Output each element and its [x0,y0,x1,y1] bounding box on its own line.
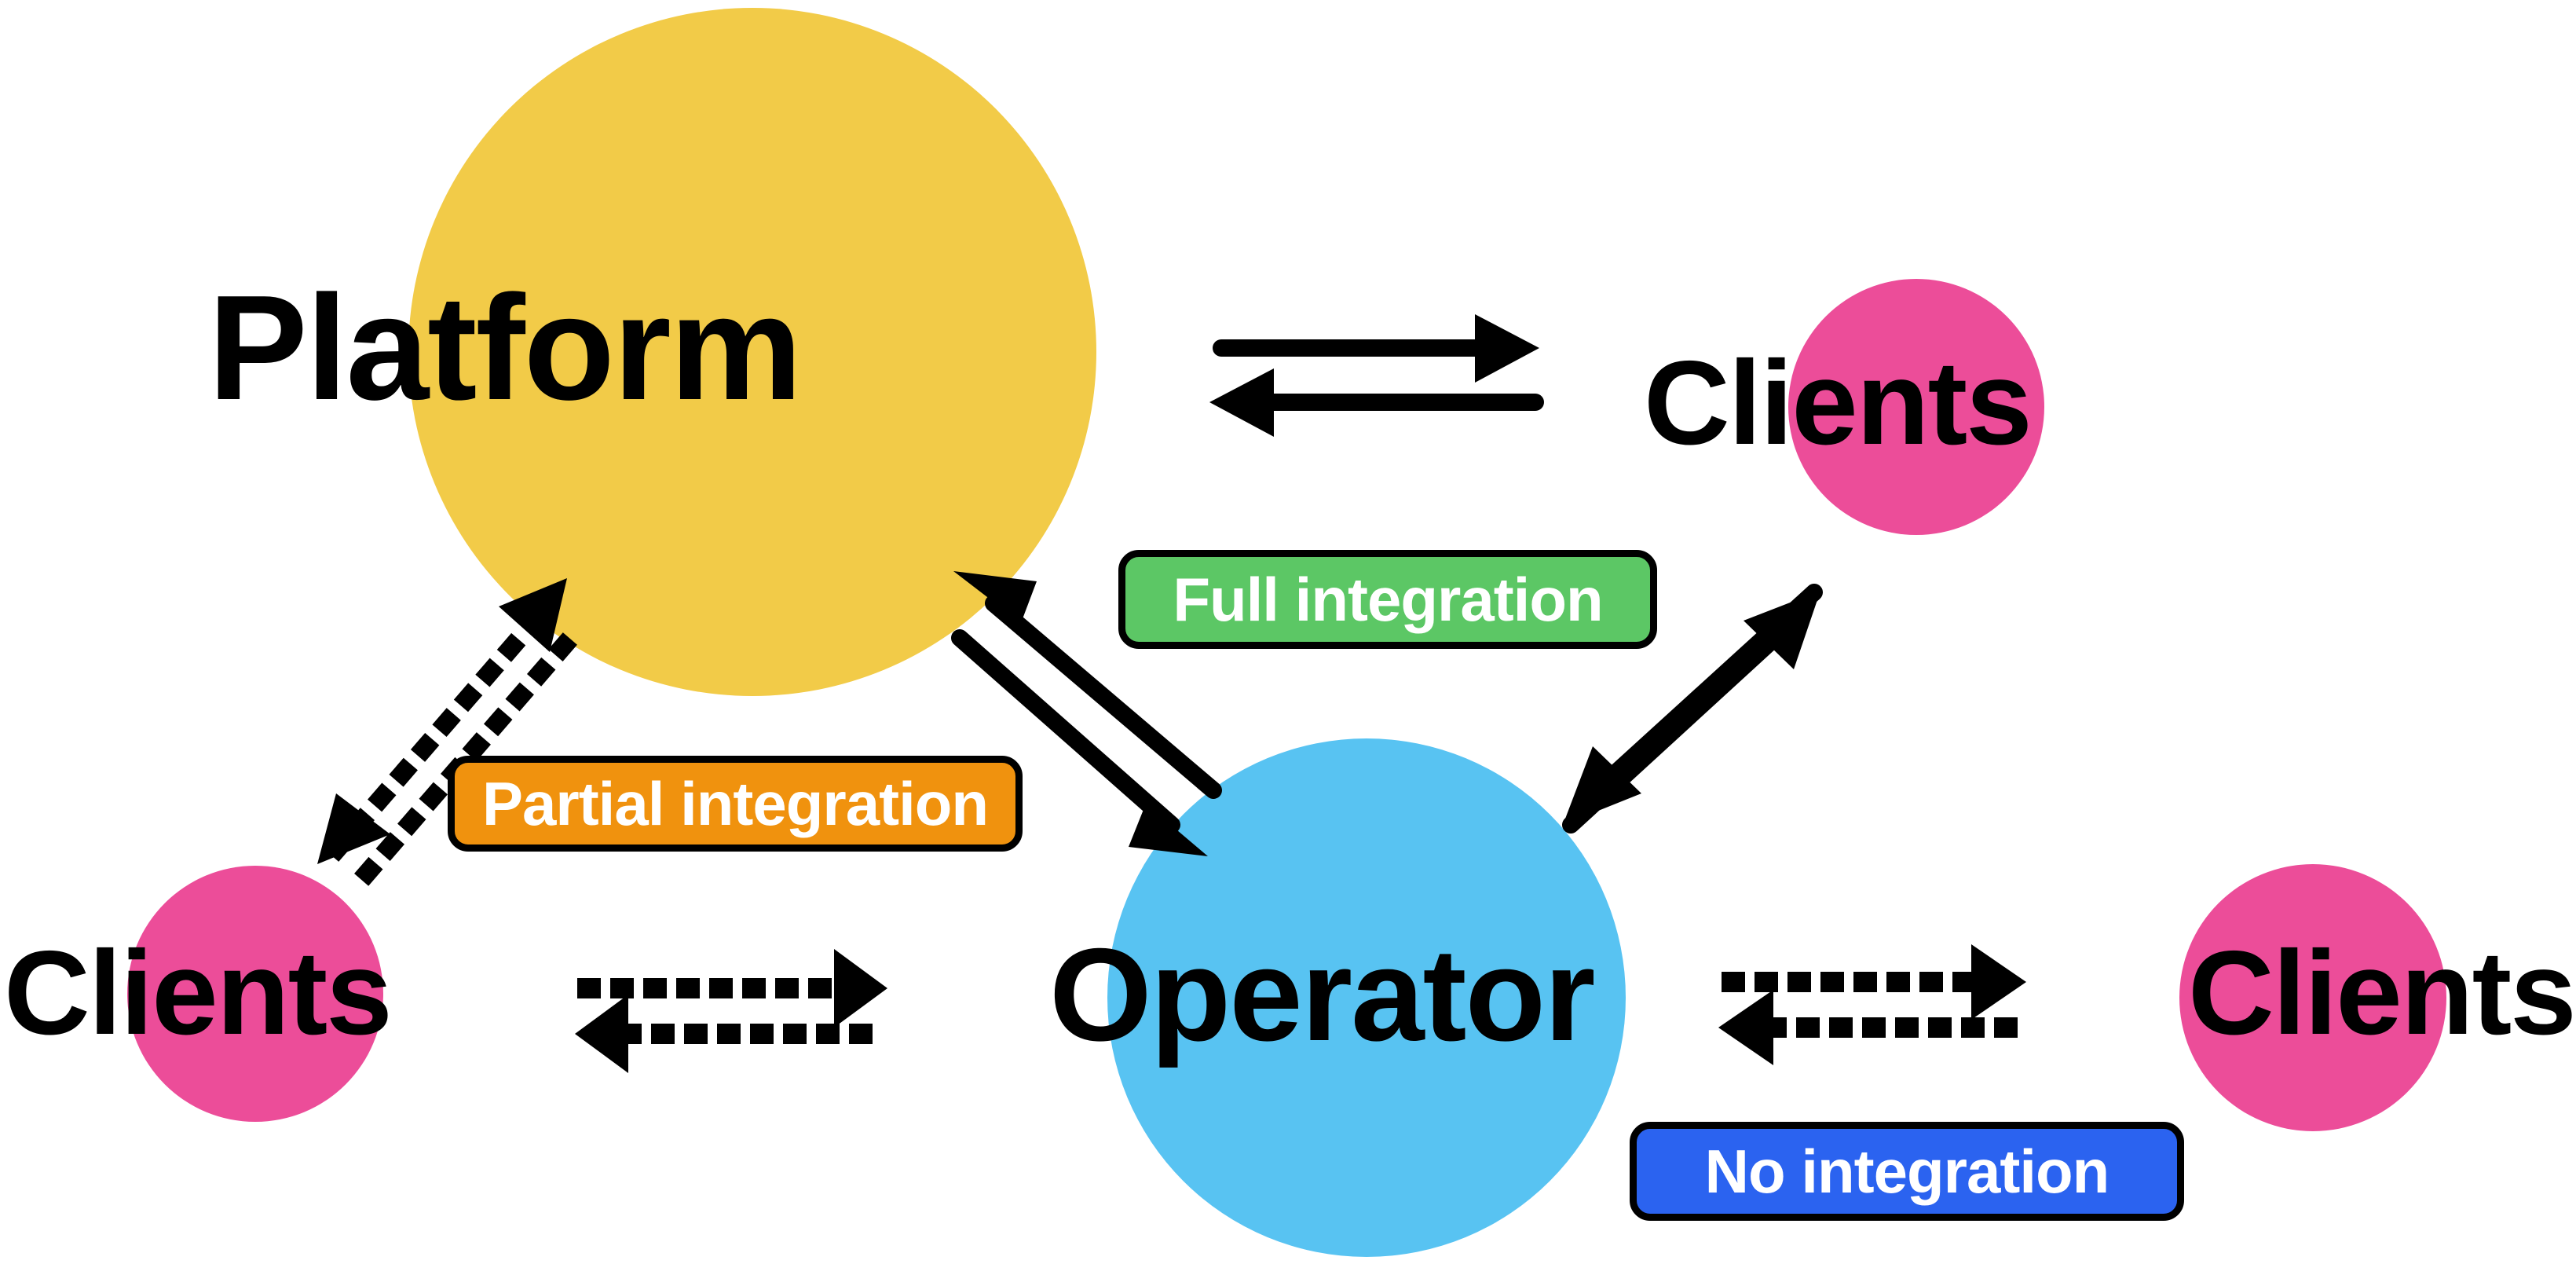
edge-line-up-dotted [324,615,541,862]
badge-full-integration[interactable]: Full integration [1118,550,1657,649]
edge-operator-clients-right [1718,944,2036,1065]
edge-platform-clients-top [1209,314,1544,437]
node-circle-platform[interactable] [408,8,1096,696]
badge-full-integration-label: Full integration [1173,564,1603,634]
arrowhead-left [1718,990,1773,1065]
edge-line-up [985,595,1222,799]
node-label-clients-left: Clients [4,926,393,1060]
arrowhead-down [1563,746,1641,825]
arrowhead-left [575,995,628,1073]
badge-partial-integration[interactable]: Partial integration [448,756,1023,852]
edge-clients-left-operator [575,949,888,1073]
badge-partial-integration-label: Partial integration [481,768,989,838]
edge-platform-operator [951,571,1222,856]
node-circle-operator[interactable] [1107,738,1626,1257]
edge-line-down [951,629,1180,834]
node-label-operator: Operator [1049,921,1595,1068]
badge-no-integration[interactable]: No integration [1630,1122,2184,1221]
node-circle-clients-right[interactable] [2179,864,2446,1131]
node-circle-clients-left[interactable] [127,866,383,1122]
arrowhead-right [1971,944,2026,1020]
badge-no-integration-label: No integration [1704,1136,2110,1206]
edge-line-down-dotted [348,632,577,893]
edge-operator-clients-top [1562,584,1823,834]
node-label-platform: Platform [208,265,803,431]
arrowhead-down [1129,804,1208,856]
arrowhead-left [1209,368,1274,437]
node-label-clients-top: Clients [1644,336,2033,470]
arrowhead-right [1475,314,1539,383]
arrowhead-right [834,949,887,1028]
node-circle-clients-top[interactable] [1788,279,2044,535]
arrowhead-up [953,571,1037,623]
arrowhead-down [317,793,390,864]
node-label-clients-right: Clients [2188,926,2576,1060]
edge-line-down [1597,584,1823,790]
arrowhead-up [499,578,567,652]
edge-platform-clients-left [317,578,577,893]
